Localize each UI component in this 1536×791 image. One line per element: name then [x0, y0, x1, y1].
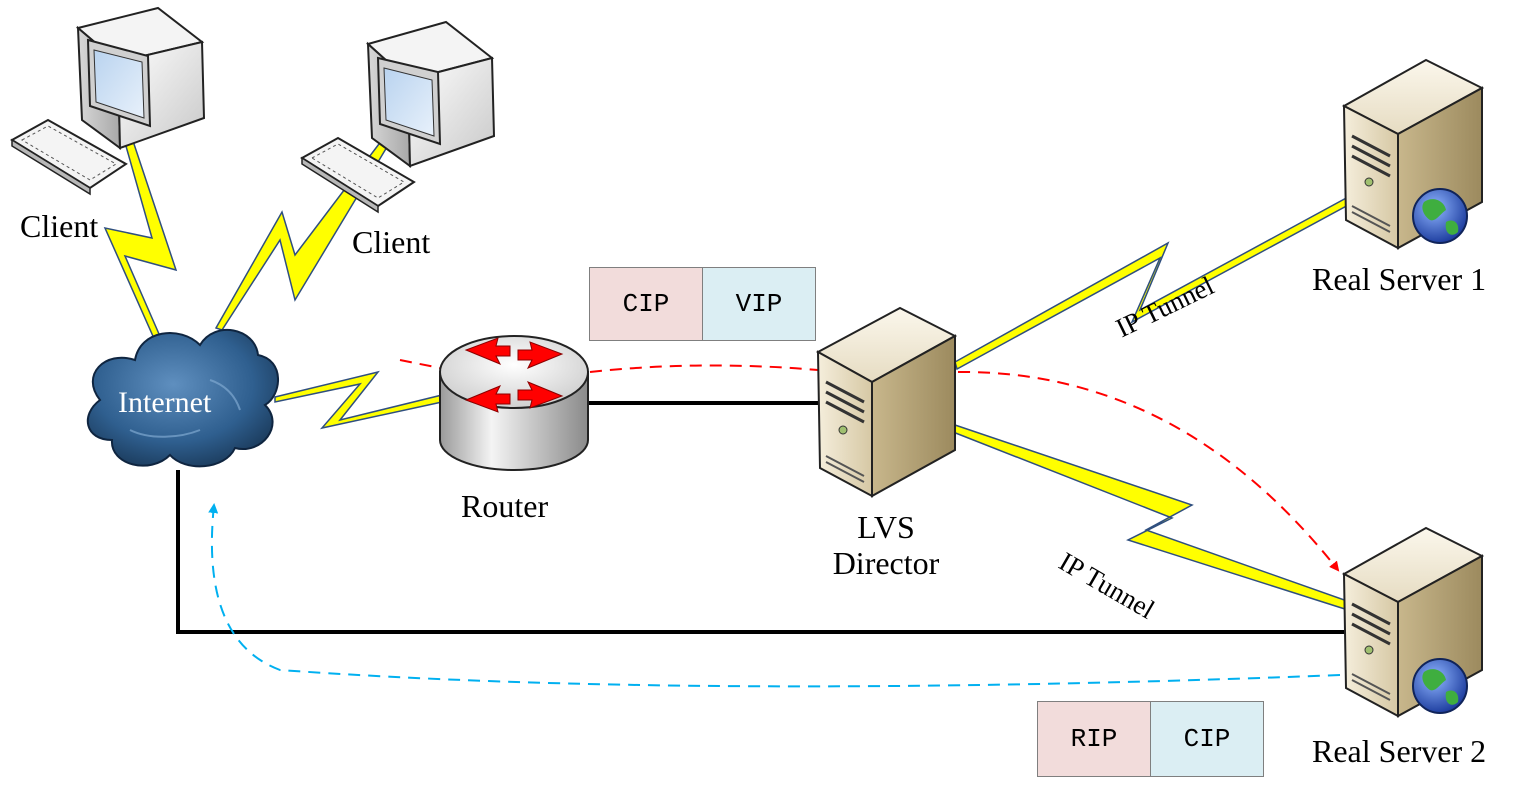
tunnel-rs2-bolt	[952, 424, 1351, 611]
packet-source-cip: CIP	[590, 268, 702, 340]
packet-source-rip: RIP	[1038, 702, 1150, 776]
internet-label: Internet	[118, 386, 212, 419]
internet-cloud-icon	[86, 328, 279, 468]
router-label: Router	[461, 488, 549, 524]
director-label-line-2: Director	[832, 544, 940, 581]
request-path-internet-router	[399, 359, 441, 369]
globe-icon	[1412, 188, 1468, 244]
tunnel-rs1-bolt	[954, 194, 1353, 371]
internet-rs2-cable	[176, 470, 1347, 634]
packet-dest-vip: VIP	[702, 268, 815, 340]
wireless-links	[103, 131, 1353, 611]
real-server-2-icon	[1341, 526, 1485, 718]
client-right-computer-icon	[300, 20, 496, 214]
packet-dest-cip: CIP	[1150, 702, 1263, 776]
director-label: LVS Director	[820, 509, 952, 582]
reply-packet-header: RIP CIP	[1037, 701, 1264, 777]
reply-path-rs2-internet	[208, 503, 1341, 688]
router-icon	[439, 335, 589, 471]
director-server-icon	[815, 306, 958, 498]
inbound-packet-header: CIP VIP	[589, 267, 816, 341]
client-left-label: Client	[20, 208, 99, 244]
request-path-router-director	[589, 364, 819, 373]
globe-icon	[1412, 658, 1468, 714]
client-right-label: Client	[352, 224, 431, 260]
director-label-line-1: LVS	[857, 509, 915, 545]
real-server-1-icon	[1341, 58, 1485, 250]
internet-router-bolt	[274, 370, 443, 430]
real-server-2-label: Real Server 2	[1312, 733, 1487, 769]
client-left-computer-icon	[10, 6, 206, 196]
packet-flows	[208, 359, 1341, 688]
real-server-1-label: Real Server 1	[1312, 261, 1487, 297]
wired-links	[176, 401, 1347, 634]
